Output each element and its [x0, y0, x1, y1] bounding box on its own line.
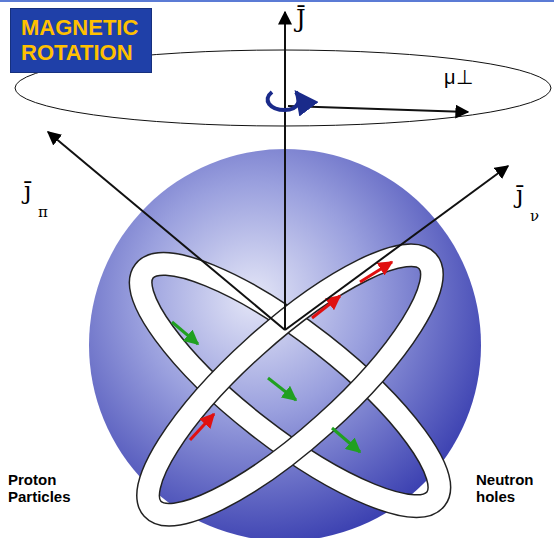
- mu-perp-arrow: [288, 106, 468, 112]
- magnetic-moment-label: μ⊥: [444, 66, 473, 88]
- neutron-holes-label: Neutron holes: [476, 472, 546, 505]
- total-spin-label: J̄: [296, 6, 306, 32]
- title-box: MAGNETIC ROTATION: [10, 8, 152, 73]
- proton-spin-label: j̄: [24, 178, 31, 204]
- top-rule: [0, 0, 554, 2]
- proton-particles-label: Proton Particles: [8, 472, 88, 505]
- neutron-spin-label: j̄: [516, 182, 523, 208]
- title-text: MAGNETIC ROTATION: [21, 15, 141, 66]
- j-pi-arrow: [48, 132, 285, 330]
- total-j-arrow: [284, 12, 286, 330]
- rotation-curl: [268, 92, 299, 110]
- proton-subscript: π: [38, 204, 48, 221]
- neutron-orbit-ring: [118, 223, 463, 538]
- neutron-subscript: ν: [530, 208, 539, 225]
- j-nu-arrow: [285, 166, 508, 330]
- proton-orbit-ring: [112, 230, 468, 538]
- red-current-arrows: [190, 262, 392, 440]
- green-current-arrows: [172, 322, 360, 452]
